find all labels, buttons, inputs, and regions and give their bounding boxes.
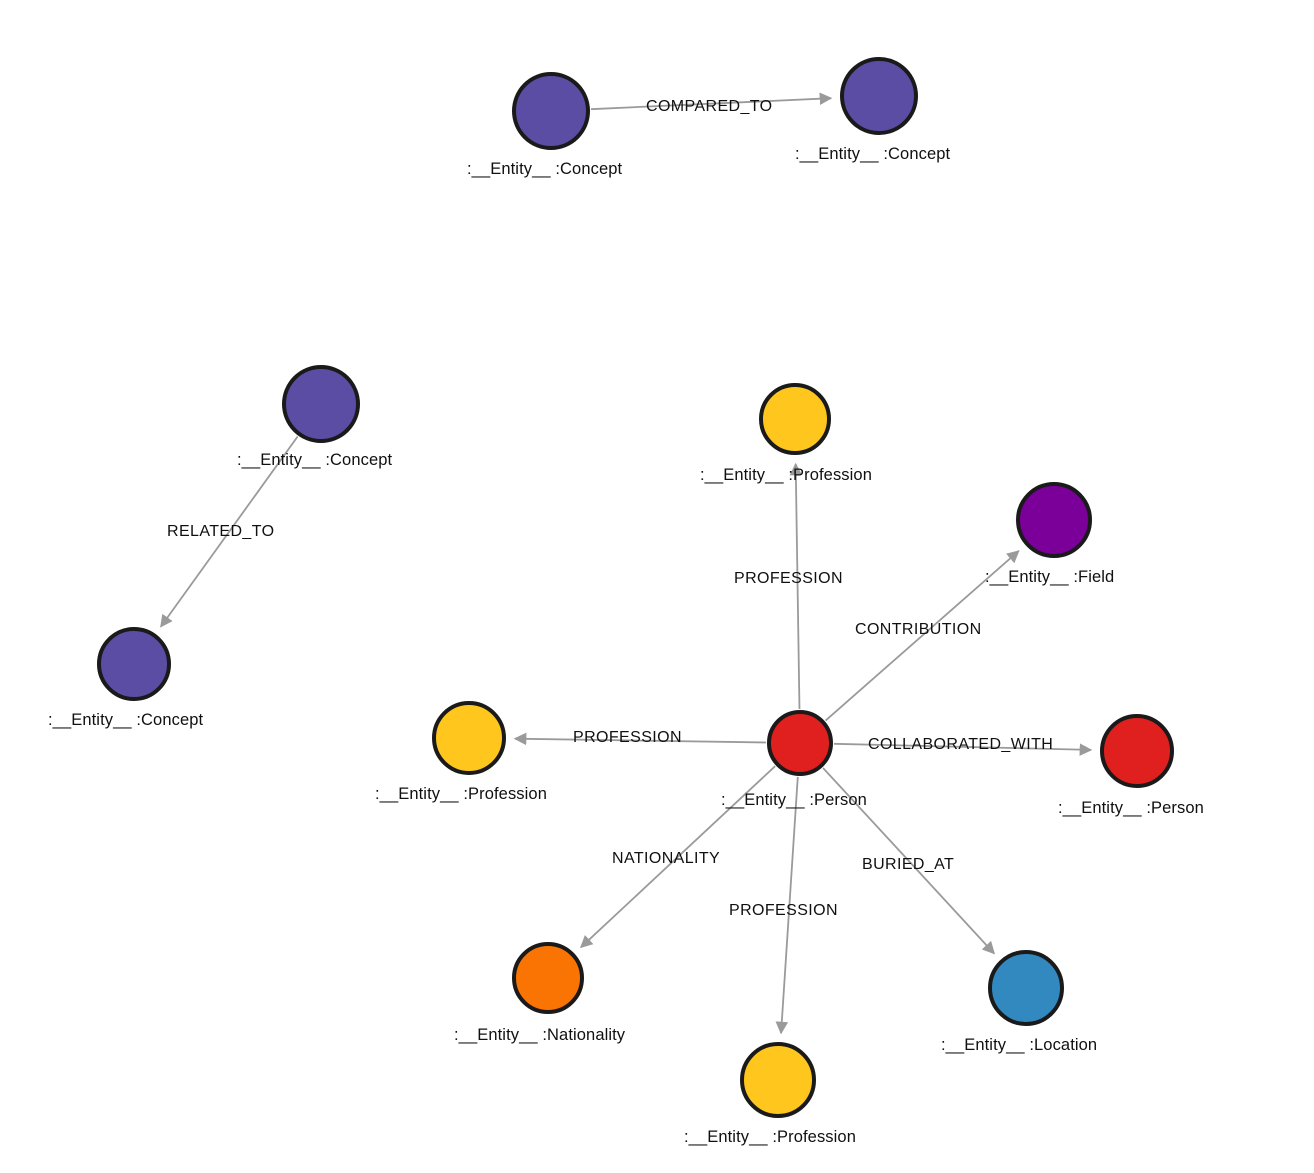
node-label-concept_c: :__Entity__ :Concept bbox=[237, 451, 393, 469]
edge-lines bbox=[160, 92, 1093, 1035]
graph-edge[interactable] bbox=[590, 92, 833, 111]
graph-node-nationality[interactable] bbox=[512, 942, 584, 1014]
graph-edge[interactable] bbox=[160, 435, 299, 628]
node-label-field: :__Entity__ :Field bbox=[985, 568, 1115, 586]
graph-node-profession[interactable] bbox=[759, 383, 831, 455]
graph-node-field[interactable] bbox=[1016, 482, 1092, 558]
edge-label-e_profession_left: PROFESSION bbox=[573, 729, 682, 746]
node-label-profession_left: :__Entity__ :Profession bbox=[375, 785, 547, 803]
graph-edge[interactable] bbox=[822, 767, 995, 955]
node-label-nationality: :__Entity__ :Nationality bbox=[454, 1026, 626, 1044]
graph-edge[interactable] bbox=[789, 462, 803, 710]
edge-label-e_profession_bottom: PROFESSION bbox=[729, 902, 838, 919]
graph-node-concept[interactable] bbox=[840, 57, 918, 135]
edge-label-e_buried_at: BURIED_AT bbox=[862, 856, 955, 873]
edge-label-e_profession_top: PROFESSION bbox=[734, 570, 843, 587]
node-label-concept_b: :__Entity__ :Concept bbox=[795, 145, 951, 163]
graph-node-profession[interactable] bbox=[432, 701, 506, 775]
edge-label-e_nationality: NATIONALITY bbox=[612, 850, 721, 867]
graph-edge[interactable] bbox=[513, 732, 767, 746]
node-label-profession_bottom: :__Entity__ :Profession bbox=[684, 1128, 856, 1146]
edge-label-e_collaborated_with: COLLABORATED_WITH bbox=[868, 736, 1054, 753]
node-label-person_hub: :__Entity__ :Person bbox=[721, 791, 867, 809]
edge-label-e_compared_to: COMPARED_TO bbox=[646, 98, 773, 115]
graph-node-person[interactable] bbox=[1100, 714, 1174, 788]
node-label-concept_d: :__Entity__ :Concept bbox=[48, 711, 204, 729]
graph-node-person[interactable] bbox=[767, 710, 833, 776]
graph-edge[interactable] bbox=[775, 776, 799, 1035]
graph-node-location[interactable] bbox=[988, 950, 1064, 1026]
graph-node-profession[interactable] bbox=[740, 1042, 816, 1118]
graph-node-concept[interactable] bbox=[97, 627, 171, 701]
node-label-location: :__Entity__ :Location bbox=[941, 1036, 1098, 1054]
node-label-concept_a: :__Entity__ :Concept bbox=[467, 160, 623, 178]
graph-edge[interactable] bbox=[579, 765, 776, 949]
node-label-person_right: :__Entity__ :Person bbox=[1058, 799, 1204, 817]
edge-label-e_related_to: RELATED_TO bbox=[167, 523, 275, 540]
graph-edge[interactable] bbox=[824, 550, 1020, 722]
node-label-profession_top: :__Entity__ :Profession bbox=[700, 466, 872, 484]
graph-edge[interactable] bbox=[833, 742, 1093, 756]
graph-node-concept[interactable] bbox=[282, 365, 360, 443]
edge-label-e_contribution: CONTRIBUTION bbox=[855, 621, 982, 638]
graph-node-concept[interactable] bbox=[512, 72, 590, 150]
